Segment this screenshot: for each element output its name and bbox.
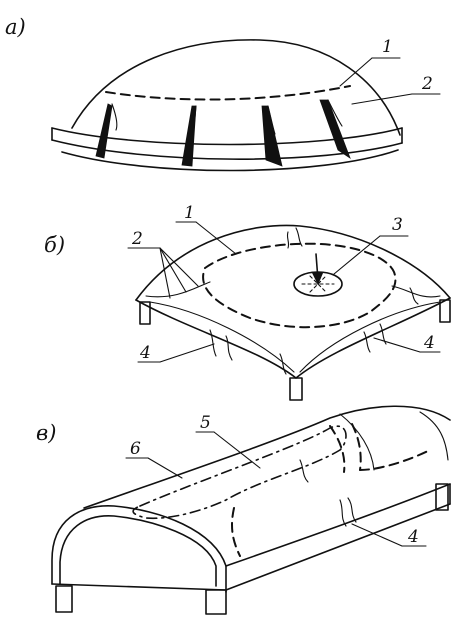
figure-c-label: в): [36, 421, 56, 445]
vault-c-front-arch-inner: [59, 515, 217, 587]
dome-a-base-top: [51, 127, 403, 146]
dome-b-front-left-edge: [135, 299, 297, 379]
crack-a-4-line: [327, 99, 343, 127]
leader-c-4: [351, 523, 403, 547]
support-c-right: [435, 483, 449, 511]
callout-b-2: 2: [131, 229, 143, 249]
leader-c-6: [147, 457, 183, 479]
leader-a-2: [351, 93, 413, 105]
figure-b-label: б): [44, 233, 65, 257]
crack-a-3-line: [267, 105, 276, 135]
dome-a-outline: [71, 39, 401, 136]
figure-b: б) 1: [44, 203, 451, 401]
crack-a-1-line: [111, 103, 118, 131]
dome-b-front-right-edge: [295, 297, 451, 379]
crack-a-4: [319, 99, 351, 160]
vault-c-front-arch-outer: [51, 505, 227, 585]
callout-b-3: 3: [392, 215, 403, 235]
crack-a-2: [181, 105, 197, 167]
leader-b-3: [333, 235, 381, 275]
leader-b-2a: [159, 247, 187, 293]
callout-a-2: 2: [421, 74, 433, 94]
dome-a-base-bottom: [61, 149, 399, 172]
leader-a-1: [339, 57, 373, 87]
crack-a-1: [95, 103, 113, 159]
figure-c: в) 5 6: [36, 405, 451, 615]
support-c-left: [55, 585, 73, 613]
figure-a-label: а): [5, 15, 26, 39]
dome-a-dashed-ring: [105, 85, 351, 101]
vault-c-right-edge: [225, 483, 451, 567]
vault-c-front-base: [51, 583, 227, 591]
dome-a-base-mid: [51, 139, 403, 160]
callout-b-1: 1: [184, 203, 195, 223]
leader-b-2c: [159, 247, 199, 287]
callout-c-5: 5: [200, 413, 211, 433]
leader-b-1: [195, 221, 237, 255]
support-b-front: [289, 377, 303, 401]
leader-b-4-left: [159, 343, 215, 363]
vault-c-dashdot-zone: [132, 425, 347, 520]
support-c-mid: [205, 589, 227, 615]
leader-b-4-right: [373, 337, 421, 353]
callout-b-4-left: 4: [139, 343, 151, 363]
dome-b-outline: [135, 224, 451, 301]
leader-c-5: [213, 431, 261, 469]
support-b-right: [439, 299, 451, 323]
callout-c-4: 4: [407, 527, 419, 547]
crack-a-3: [261, 105, 283, 167]
callout-c-6: 6: [130, 439, 141, 459]
callout-b-4-right: 4: [423, 333, 435, 353]
leader-b-2b: [159, 247, 171, 299]
vault-c-ridge-top: [83, 405, 451, 509]
crack-a-2-line: [192, 105, 197, 133]
callout-a-1: 1: [382, 37, 393, 57]
dome-b-dashed-loop: [202, 242, 397, 329]
support-b-left: [139, 301, 151, 325]
vault-c-base-side: [225, 503, 451, 591]
figure-a: а) 1 2: [5, 15, 441, 172]
